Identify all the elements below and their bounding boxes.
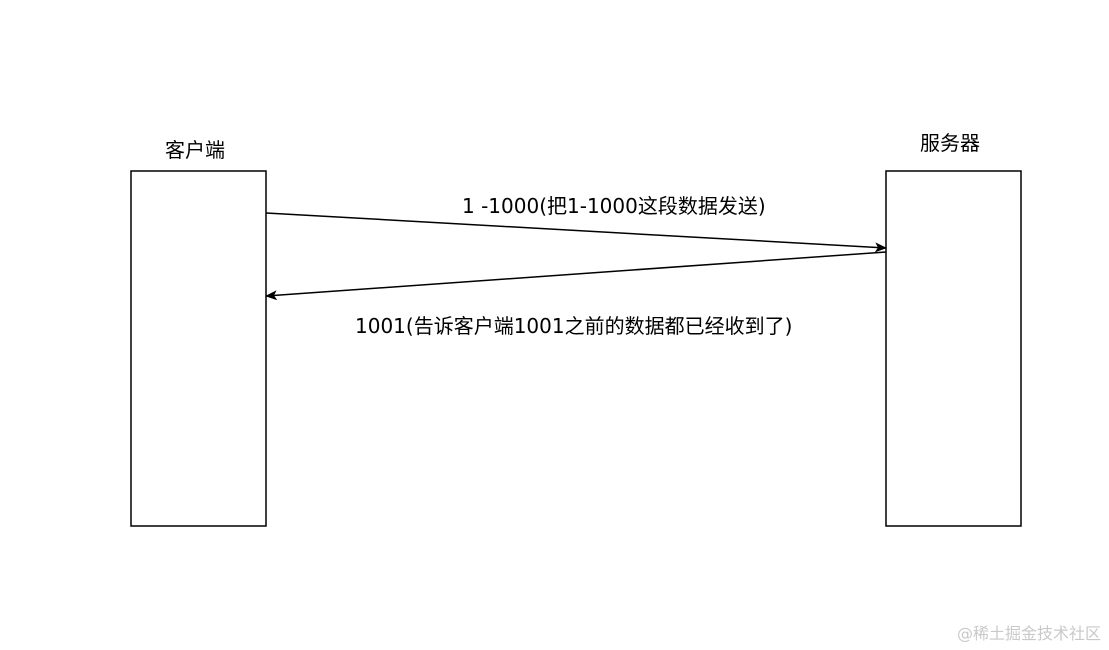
message-label-send-data: 1 -1000(把1-1000这段数据发送) [462, 194, 766, 218]
watermark: @稀土掘金技术社区 [956, 624, 1101, 643]
client-label: 客户端 [165, 138, 225, 162]
server-label: 服务器 [920, 131, 980, 155]
arrow-client-to-server [265, 212, 887, 253]
arrow-server-to-client [265, 251, 887, 301]
client-box [130, 170, 267, 527]
server-box [885, 170, 1022, 527]
message-label-ack: 1001(告诉客户端1001之前的数据都已经收到了) [355, 314, 793, 338]
